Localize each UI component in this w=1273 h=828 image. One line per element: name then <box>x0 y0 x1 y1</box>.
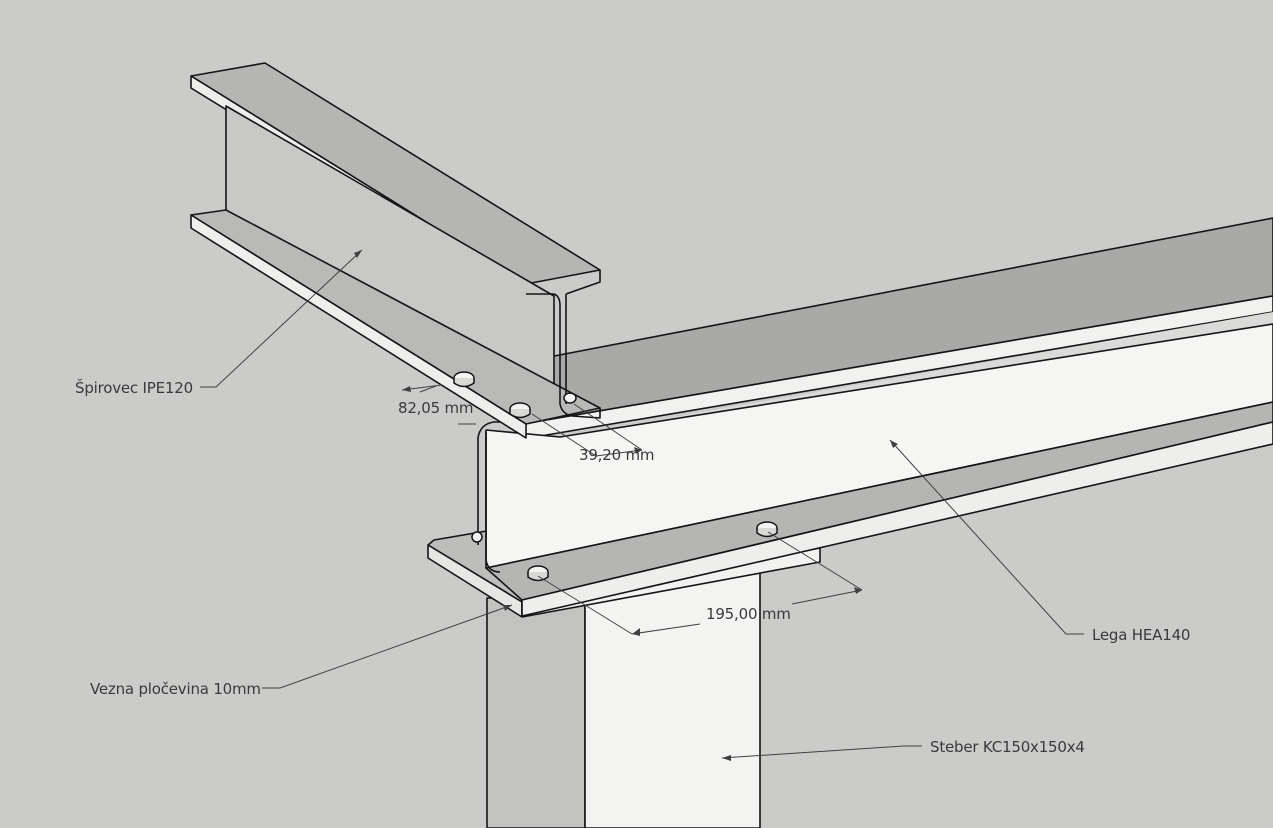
leader-plate <box>262 604 513 689</box>
leader-lines <box>200 249 1084 759</box>
rafter-end-section <box>526 270 601 419</box>
leader-rafter <box>200 249 363 388</box>
rafter-bottom-flange-edge <box>190 214 527 439</box>
bolt-plate-3 <box>471 531 483 543</box>
label-plate: Vezna pločevina 10mm <box>90 680 261 698</box>
dimension-bolt-spacing-plate: 195,00 mm <box>706 605 791 623</box>
label-rafter: Špirovec IPE120 <box>75 379 193 397</box>
dimension-bolt-edge-rafter: 39,20 mm <box>579 446 655 464</box>
bolts <box>453 371 778 582</box>
rafter <box>190 62 601 439</box>
leader-arrowheads <box>354 250 898 761</box>
bolt-plate-1 <box>527 565 549 582</box>
purlin <box>477 217 1273 617</box>
purlin-bottom-flange-edge <box>521 421 1273 617</box>
bolt-rafter-3 <box>563 392 577 404</box>
label-column: Steber KC150x150x4 <box>930 738 1085 756</box>
leader-column <box>721 745 922 759</box>
bolt-rafter-2 <box>509 402 531 419</box>
leader-purlin <box>889 439 1084 635</box>
column-side-face <box>486 597 586 828</box>
dimension-bolt-spacing-rafter: 82,05 mm <box>398 399 474 417</box>
dimension-ticks <box>402 386 862 636</box>
bolt-rafter-1 <box>453 371 475 388</box>
purlin-end-section <box>477 421 522 545</box>
bolt-plate-2 <box>756 521 778 538</box>
label-purlin: Lega HEA140 <box>1092 626 1191 644</box>
purlin-bottom-flange-top <box>485 401 1273 601</box>
purlin-web-fillet <box>485 432 501 573</box>
